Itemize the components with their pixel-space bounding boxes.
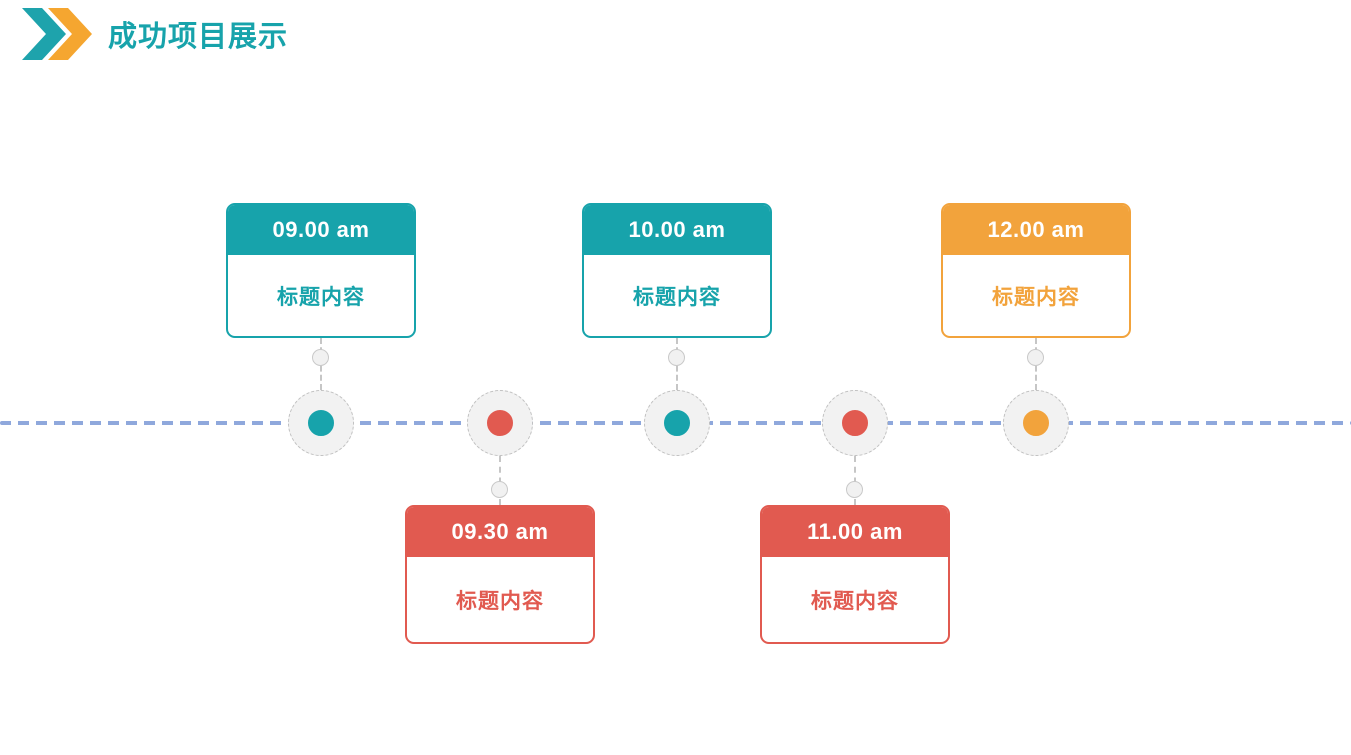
timeline-event: 09.30 am 标题内容 [405,390,595,644]
double-chevron-right-icon [22,8,94,60]
event-title: 标题内容 [811,589,899,613]
event-body: 标题内容 [762,557,948,642]
timeline-event: 10.00 am 标题内容 [582,203,772,456]
event-time: 09.30 am [407,507,593,557]
connector-dot [491,481,508,498]
event-body: 标题内容 [584,255,770,336]
timeline-node[interactable] [467,390,533,456]
slide-header: 成功项目展示 [22,8,288,60]
event-time-label: 12.00 am [987,217,1085,242]
event-body: 标题内容 [407,557,593,642]
event-time-label: 11.00 am [807,519,903,544]
timeline-event: 09.00 am 标题内容 [226,203,416,456]
connector-dot [846,481,863,498]
event-card[interactable]: 10.00 am 标题内容 [582,203,772,338]
event-time-label: 10.00 am [628,217,726,242]
event-title: 标题内容 [277,285,365,309]
timeline-node[interactable] [644,390,710,456]
donut-marker [487,410,513,436]
event-time-label: 09.00 am [272,217,370,242]
event-title: 标题内容 [633,285,721,309]
connector-dot [312,349,329,366]
timeline-node[interactable] [1003,390,1069,456]
connector-line [854,456,856,505]
connector-dot [668,349,685,366]
donut-marker [664,410,690,436]
event-title: 标题内容 [992,285,1080,309]
event-body: 标题内容 [228,255,414,336]
event-body: 标题内容 [943,255,1129,336]
event-card[interactable]: 09.00 am 标题内容 [226,203,416,338]
event-time: 10.00 am [584,205,770,255]
page-title: 成功项目展示 [108,21,289,53]
event-time: 09.00 am [228,205,414,255]
timeline-event: 12.00 am 标题内容 [941,203,1131,456]
connector-dot [1027,349,1044,366]
donut-marker [842,410,868,436]
connector-line [499,456,501,505]
timeline-node[interactable] [288,390,354,456]
event-time: 12.00 am [943,205,1129,255]
timeline-node[interactable] [822,390,888,456]
event-time: 11.00 am [762,507,948,557]
event-time-label: 09.30 am [451,519,549,544]
event-card[interactable]: 12.00 am 标题内容 [941,203,1131,338]
event-title: 标题内容 [456,589,544,613]
donut-marker [1023,410,1049,436]
timeline-event: 11.00 am 标题内容 [760,390,950,644]
donut-marker [308,410,334,436]
event-card[interactable]: 11.00 am 标题内容 [760,505,950,644]
event-card[interactable]: 09.30 am 标题内容 [405,505,595,644]
